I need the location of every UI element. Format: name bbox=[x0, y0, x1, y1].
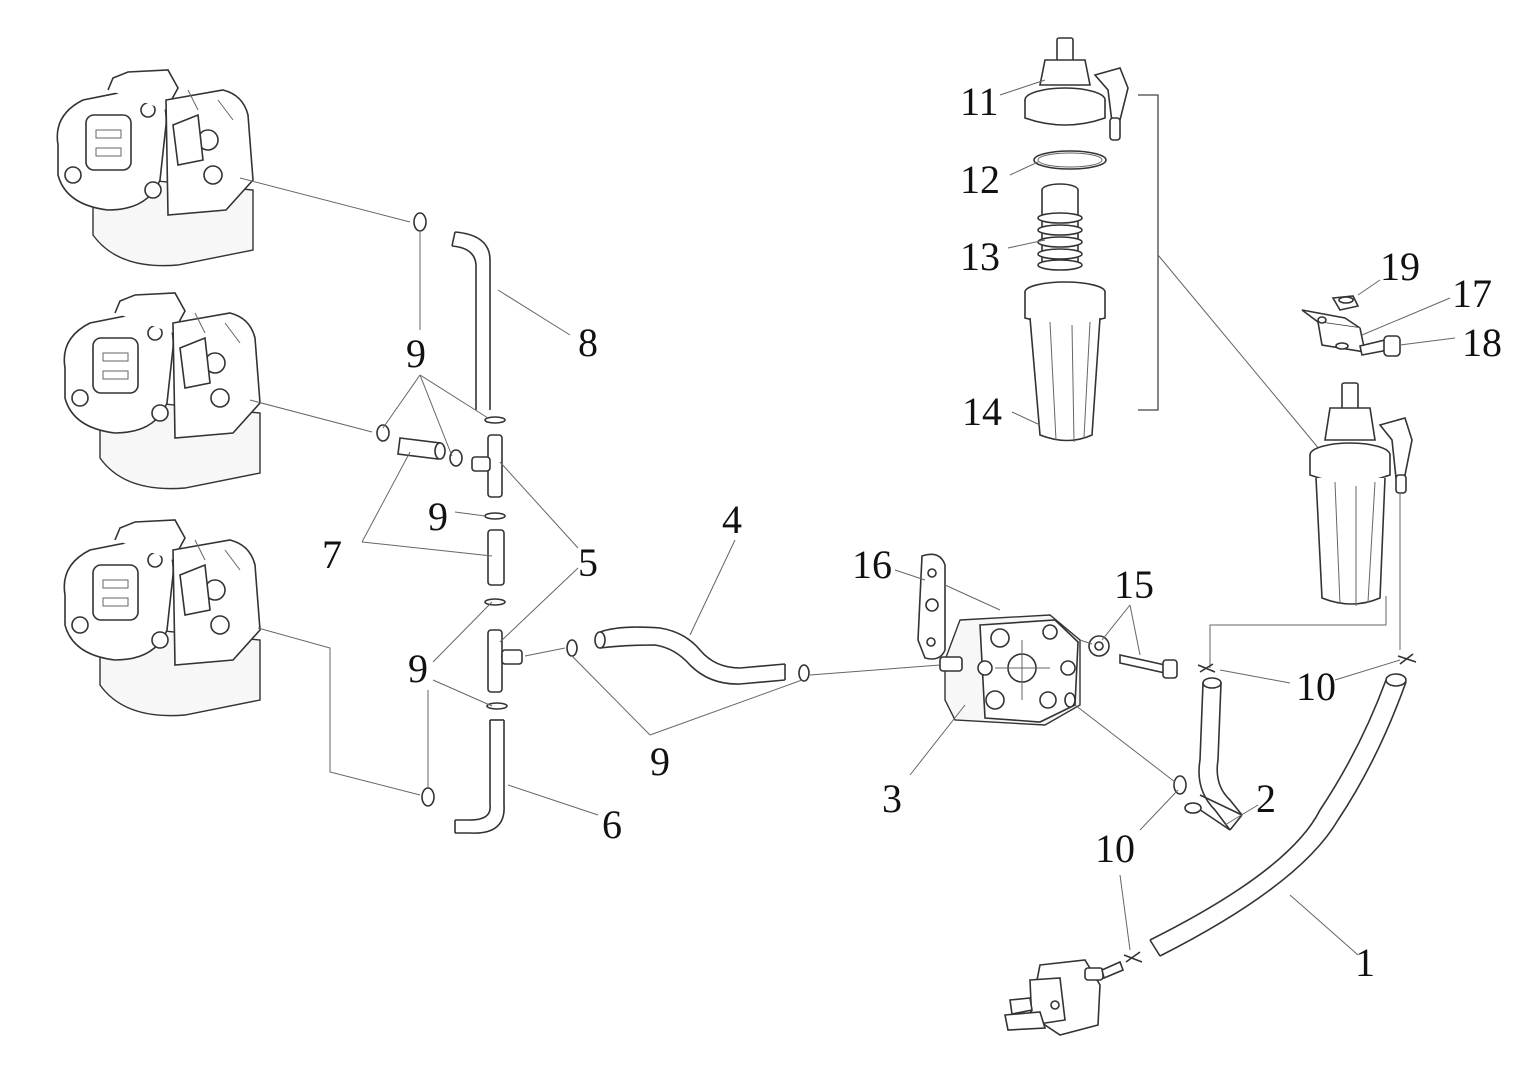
assembled-fuel-filter bbox=[1309, 382, 1413, 606]
callout-12: 12 bbox=[960, 157, 1000, 202]
leader-clamp10-lower bbox=[1119, 874, 1131, 951]
callout-10-right: 10 bbox=[1296, 664, 1336, 709]
bolt-18 bbox=[1359, 335, 1401, 357]
callout-13: 13 bbox=[960, 234, 1000, 279]
clamps-10 bbox=[1123, 653, 1417, 963]
callout-9-lower: 9 bbox=[408, 646, 428, 691]
callout-9-upper: 9 bbox=[406, 331, 426, 376]
tee-fitting-lower bbox=[487, 629, 523, 693]
callout-18: 18 bbox=[1462, 320, 1502, 365]
callout-6: 6 bbox=[602, 802, 622, 847]
pump-gasket-16 bbox=[917, 553, 946, 660]
callout-3: 3 bbox=[882, 776, 902, 821]
leader-carb-bottom bbox=[257, 627, 421, 796]
leader-pump-to-clamp10 bbox=[1074, 704, 1176, 783]
callout-9-center: 9 bbox=[428, 494, 448, 539]
hose-8 bbox=[451, 231, 491, 410]
callout-1: 1 bbox=[1355, 940, 1375, 985]
carburetor-middle bbox=[63, 292, 261, 490]
callout-14: 14 bbox=[962, 389, 1002, 434]
fuel-pump-3 bbox=[939, 614, 1081, 726]
filter-cap-11 bbox=[1024, 37, 1129, 141]
callout-10-left: 10 bbox=[1095, 826, 1135, 871]
callout-9-bottom: 9 bbox=[650, 739, 670, 784]
mount-bracket-17 bbox=[1301, 309, 1367, 353]
leader-pump-link bbox=[809, 664, 941, 676]
carburetor-bottom bbox=[63, 519, 261, 717]
short-hose-7-side bbox=[397, 437, 446, 460]
leader-tee-to-clamp bbox=[524, 647, 566, 657]
clamps-9 bbox=[376, 212, 810, 807]
fuel-connector bbox=[1004, 959, 1125, 1036]
callout-17: 17 bbox=[1452, 271, 1492, 316]
callout-5: 5 bbox=[578, 540, 598, 585]
filter-element-13 bbox=[1037, 183, 1083, 271]
leader-carb-top bbox=[239, 177, 411, 223]
bolt-15 bbox=[1088, 635, 1178, 679]
callout-2: 2 bbox=[1256, 776, 1276, 821]
nut-19 bbox=[1331, 295, 1360, 311]
callout-15: 15 bbox=[1114, 562, 1154, 607]
hose-4 bbox=[594, 626, 786, 685]
callout-8: 8 bbox=[578, 320, 598, 365]
callout-19: 19 bbox=[1380, 244, 1420, 289]
leader-filter-to-hose2 bbox=[1209, 596, 1387, 668]
callout-16: 16 bbox=[852, 542, 892, 587]
callout-4: 4 bbox=[722, 497, 742, 542]
bracket-filter-parts bbox=[1138, 94, 1159, 411]
hose-6 bbox=[454, 719, 505, 834]
leader-carb-middle bbox=[249, 399, 373, 433]
carburetor-top bbox=[56, 69, 254, 267]
hose-1 bbox=[1149, 673, 1407, 957]
short-hose-7-center bbox=[487, 529, 505, 586]
callout-7: 7 bbox=[322, 532, 342, 577]
o-ring-12 bbox=[1033, 150, 1107, 170]
hose-2 bbox=[1184, 677, 1243, 831]
tee-fitting-upper bbox=[471, 434, 503, 498]
filter-bowl-14 bbox=[1024, 281, 1106, 443]
callout-11: 11 bbox=[960, 79, 999, 124]
callout-leaders bbox=[361, 79, 1456, 956]
leader-to-assembled-filter bbox=[1157, 254, 1321, 451]
